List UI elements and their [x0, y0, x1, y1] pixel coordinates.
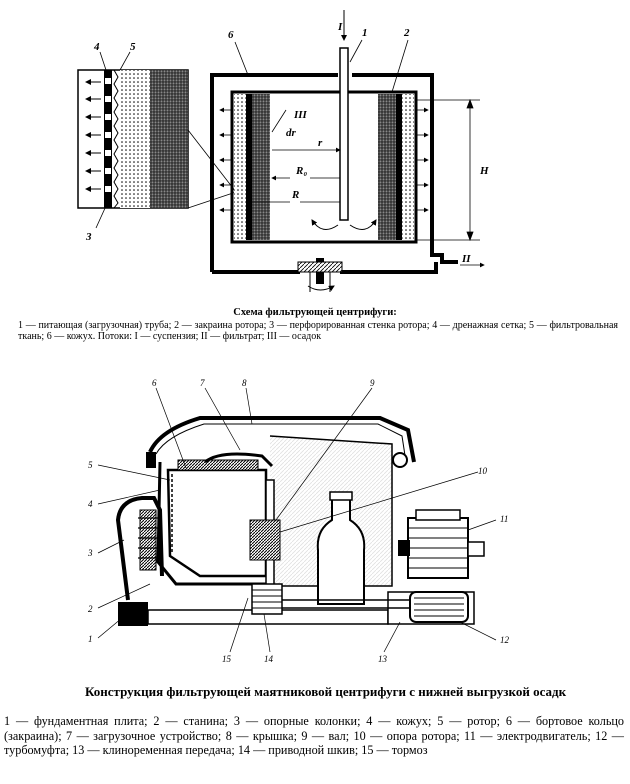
label-c3: 3 [87, 548, 93, 558]
figure2-caption-title: Конструкция фильтрующей маятниковой цент… [85, 684, 567, 699]
leader-lines [97, 387, 497, 653]
label-c2: 2 [88, 604, 93, 614]
label-c4: 4 [88, 499, 93, 509]
shaft [249, 479, 283, 615]
label-4: 4 [93, 41, 100, 53]
label-dr: dr [286, 127, 297, 139]
casing [210, 41, 458, 292]
rotor [219, 39, 429, 244]
filter-centrifuge-scheme: I 1 2 3 4 5 6 III dr r R₀ R H II [77, 10, 489, 292]
support-column [115, 496, 164, 601]
label-c10: 10 [478, 466, 488, 476]
label-c9: 9 [370, 378, 375, 388]
label-c11: 11 [500, 514, 508, 524]
label-1: 1 [362, 27, 368, 39]
radius-lines [245, 109, 341, 205]
label-6: 6 [228, 29, 234, 41]
label-c13: 13 [378, 654, 388, 664]
figure2-caption-text: 1 — фундаментная плита; 2 — станина; 3 —… [4, 714, 624, 757]
label-2: 2 [403, 27, 410, 39]
figure1-caption-text: 1 — питающая (загрузочная) труба; 2 — за… [18, 320, 618, 342]
label-R: R [291, 189, 299, 201]
rotor [166, 452, 274, 578]
wall-detail-inset [77, 51, 237, 229]
v-belt-drive [282, 591, 469, 623]
label-c15: 15 [222, 654, 232, 664]
label-c12: 12 [500, 635, 510, 645]
electric-motor [398, 509, 485, 579]
label-c6: 6 [152, 378, 157, 388]
label-III: III [293, 109, 308, 121]
label-c5: 5 [88, 460, 93, 470]
label-c8: 8 [242, 378, 247, 388]
figure1-caption-title: Схема фильтрующей центрифуги: [233, 307, 397, 318]
label-c7: 7 [200, 378, 205, 388]
label-c14: 14 [264, 654, 274, 664]
label-r: r [318, 137, 323, 149]
label-5: 5 [130, 41, 136, 53]
feed-pipe [311, 10, 377, 230]
label-3: 3 [85, 231, 92, 243]
pendulum-centrifuge-construction: 1 2 3 4 5 6 7 8 9 10 11 12 13 14 15 [87, 378, 510, 664]
height-dimension [416, 98, 485, 268]
label-flow-I: I [337, 21, 343, 33]
label-flow-II: II [461, 253, 471, 265]
label-c1: 1 [88, 634, 93, 644]
label-R0: R₀ [295, 165, 307, 177]
turbocoupling [316, 491, 366, 605]
label-H: H [479, 165, 489, 177]
cover [146, 416, 416, 468]
